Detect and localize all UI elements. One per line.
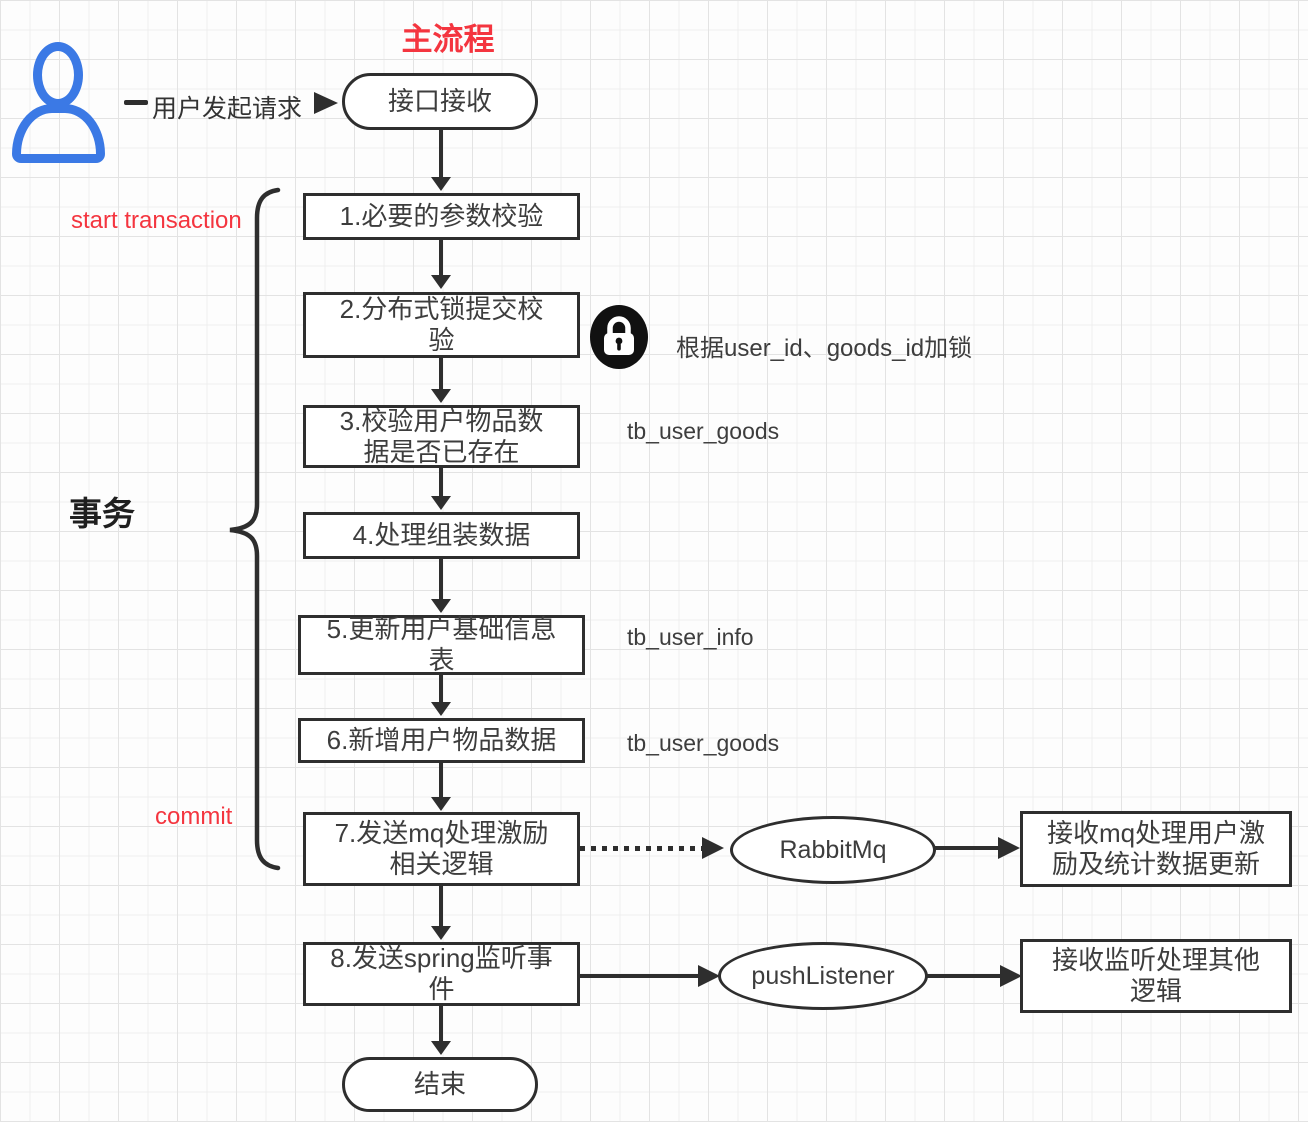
start-transaction-label: start transaction xyxy=(71,207,242,234)
arrow-start-to-step1 xyxy=(439,130,443,178)
node-step-3: 3.校验用户物品数据是否已存在 xyxy=(303,405,580,468)
arrow-step3-to-step4 xyxy=(439,468,443,497)
arrow-step6-to-step7 xyxy=(439,763,443,798)
node-step-5: 5.更新用户基础信息表 xyxy=(298,614,585,675)
node-listener-consumer-label: 接收监听处理其他逻辑 xyxy=(1051,945,1260,1006)
arrow-step5-to-step6 xyxy=(439,675,443,703)
arrow-step7-to-step8 xyxy=(439,886,443,927)
table-note-step6: tb_user_goods xyxy=(627,730,780,756)
arrow-step4-to-step5 xyxy=(439,559,443,600)
request-label: 用户发起请求 xyxy=(152,95,303,123)
node-step-7-label: 7.发送mq处理激励相关逻辑 xyxy=(334,818,549,879)
node-step-1: 1.必要的参数校验 xyxy=(303,193,580,240)
arrow-step8-to-pushlistener xyxy=(580,974,698,978)
node-step-2-label: 2.分布式锁提交校验 xyxy=(339,294,544,355)
transaction-brace xyxy=(229,187,281,871)
node-step-1-label: 1.必要的参数校验 xyxy=(339,201,544,231)
node-pushlistener-label: pushListener xyxy=(751,961,895,990)
node-start-label: 接口接收 xyxy=(387,86,492,116)
person-icon-head xyxy=(33,42,83,108)
node-rabbitmq: RabbitMq xyxy=(730,816,936,884)
transaction-label: 事务 xyxy=(69,495,135,532)
node-step-7: 7.发送mq处理激励相关逻辑 xyxy=(303,812,580,886)
table-note-step5: tb_user_info xyxy=(627,624,754,650)
node-pushlistener: pushListener xyxy=(718,942,928,1010)
node-step-5-label: 5.更新用户基础信息表 xyxy=(326,614,557,675)
commit-label: commit xyxy=(155,803,233,830)
node-step-4: 4.处理组装数据 xyxy=(303,512,580,559)
node-mq-consumer: 接收mq处理用户激励及统计数据更新 xyxy=(1020,811,1292,887)
node-step-4-label: 4.处理组装数据 xyxy=(352,520,531,550)
lock-icon xyxy=(590,305,648,369)
person-icon-body xyxy=(12,104,105,163)
node-mq-consumer-label: 接收mq处理用户激励及统计数据更新 xyxy=(1046,818,1266,879)
request-arrowhead-icon xyxy=(314,92,338,114)
node-listener-consumer: 接收监听处理其他逻辑 xyxy=(1020,939,1292,1013)
node-step-3-label: 3.校验用户物品数据是否已存在 xyxy=(339,405,544,467)
node-start: 接口接收 xyxy=(342,73,538,130)
node-step-2: 2.分布式锁提交校验 xyxy=(303,292,580,358)
node-end-label: 结束 xyxy=(413,1069,466,1099)
request-line xyxy=(124,100,148,105)
node-end: 结束 xyxy=(342,1057,538,1112)
arrow-rabbitmq-to-consumer xyxy=(935,846,998,850)
page-title: 主流程 xyxy=(401,22,495,57)
arrow-pushlistener-to-consumer xyxy=(926,974,1000,978)
node-rabbitmq-label: RabbitMq xyxy=(779,835,887,864)
table-note-step3: tb_user_goods xyxy=(627,418,780,444)
arrow-step7-to-rabbitmq xyxy=(580,846,702,851)
node-step-8-label: 8.发送spring监听事件 xyxy=(330,943,553,1004)
arrow-step1-to-step2 xyxy=(439,240,443,276)
lock-note: 根据user_id、goods_id加锁 xyxy=(676,335,973,362)
node-step-6-label: 6.新增用户物品数据 xyxy=(326,725,557,755)
node-step-8: 8.发送spring监听事件 xyxy=(303,942,580,1006)
arrow-step8-to-end xyxy=(439,1006,443,1042)
node-step-6: 6.新增用户物品数据 xyxy=(298,718,585,763)
arrow-step2-to-step3 xyxy=(439,358,443,390)
